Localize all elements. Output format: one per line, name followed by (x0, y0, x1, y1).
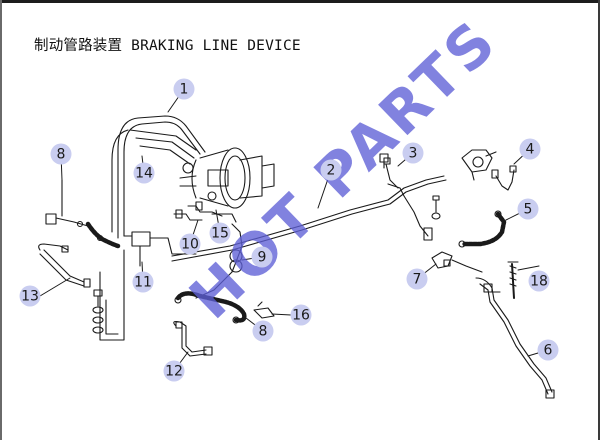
part-brake-booster (179, 147, 275, 209)
callout-c14: 14 (133, 162, 155, 184)
callout-number: 11 (134, 275, 152, 291)
title-english: BRAKING LINE DEVICE (131, 38, 301, 54)
callout-c7: 7 (406, 268, 428, 290)
callout-circle (133, 162, 155, 184)
part-bolt-washers (92, 289, 104, 334)
part-bolt-right (431, 195, 441, 220)
callout-circle (132, 271, 154, 293)
part-pipe-6 (475, 277, 555, 399)
callout-c15: 15 (209, 222, 231, 244)
callout-circle (406, 268, 428, 290)
callout-number: 2 (327, 163, 336, 179)
callout-number: 4 (526, 142, 535, 158)
callout-c4: 4 (519, 138, 541, 160)
watermark: HOT PARTS (176, 6, 510, 332)
part-flexible-hose-right (458, 210, 507, 248)
callout-c18: 18 (528, 270, 550, 292)
part-tee-fitting (431, 251, 483, 273)
part-flexible-hose-left (45, 179, 121, 249)
watermark-text: HOT PARTS (176, 6, 510, 332)
part-pressure-regulator (461, 149, 497, 181)
callout-c5: 5 (517, 198, 539, 220)
part-pipe-12 (173, 320, 213, 357)
callout-number: 10 (181, 237, 199, 253)
part-pipe-13 (38, 243, 91, 288)
callout-c8a: 8 (50, 143, 72, 165)
frame-right-border (598, 0, 600, 440)
callout-number: 15 (211, 226, 229, 242)
callout-number: 9 (258, 250, 267, 266)
callout-circle (519, 138, 541, 160)
callout-number: 5 (524, 202, 533, 218)
callout-circle (320, 159, 342, 181)
callout-circle (179, 233, 201, 255)
callout-number: 1 (180, 82, 189, 98)
callout-number: 8 (259, 324, 268, 340)
callout-circle (163, 360, 185, 382)
callout-circle (252, 320, 274, 342)
callout-circle (209, 222, 231, 244)
callout-number: 13 (21, 289, 39, 305)
part-flexible-hose-middle (174, 291, 247, 324)
callout-circle (251, 246, 273, 268)
callout-c3: 3 (402, 142, 424, 164)
callout-circle (290, 304, 312, 326)
callout-c2: 2 (320, 159, 342, 181)
frame-top-border (0, 0, 600, 3)
callout-number: 3 (409, 146, 418, 162)
callout-c11: 11 (132, 271, 154, 293)
callout-number: 7 (413, 272, 422, 288)
part-bracket-16 (253, 301, 275, 319)
callout-circle (19, 285, 41, 307)
callout-circle (517, 198, 539, 220)
callout-circle (50, 143, 72, 165)
title-chinese: 制动管路装置 (34, 38, 123, 54)
callout-c16: 16 (290, 304, 312, 326)
part-junction-fittings (173, 201, 237, 223)
page-title: 制动管路装置 BRAKING LINE DEVICE (34, 34, 301, 55)
callout-number: 14 (135, 166, 153, 182)
callout-circle (173, 78, 195, 100)
callout-c10: 10 (179, 233, 201, 255)
callout-c8b: 8 (252, 320, 274, 342)
part-switch-3 (379, 153, 389, 169)
callout-number: 18 (530, 274, 548, 290)
callout-c12: 12 (163, 360, 185, 382)
part-brake-pipe-assembly (99, 115, 206, 341)
part-bolt-18 (507, 261, 519, 299)
callout-number: 8 (57, 147, 66, 163)
callout-number: 12 (165, 364, 183, 380)
callout-number: 16 (292, 308, 310, 324)
callout-c6: 6 (537, 339, 559, 361)
part-pipe-4 (491, 165, 517, 191)
callout-c1: 1 (173, 78, 195, 100)
callout-circle (528, 270, 550, 292)
callout-circle (402, 142, 424, 164)
callout-c9: 9 (251, 246, 273, 268)
callout-circle (537, 339, 559, 361)
callout-c13: 13 (19, 285, 41, 307)
callout-number: 6 (544, 343, 553, 359)
frame-left-border (0, 0, 2, 440)
